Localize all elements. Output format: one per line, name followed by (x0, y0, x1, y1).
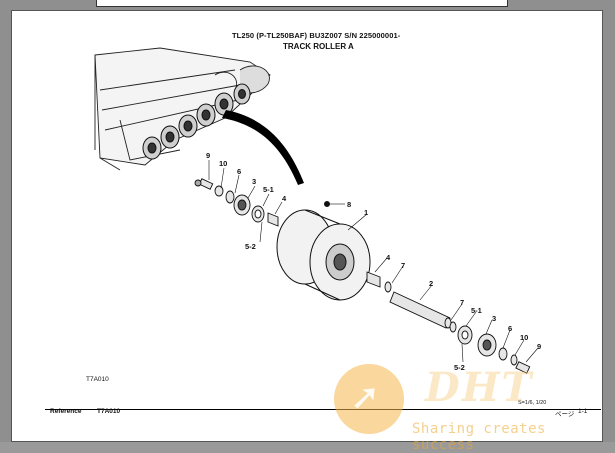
page-label: ページ (555, 411, 575, 418)
figure-code: T7A010 (86, 376, 109, 383)
machine-undercarriage (94, 47, 271, 171)
left-hardware (194, 178, 279, 227)
callout-5-1-left: 5-1 (263, 185, 274, 194)
callout-7-right: 7 (401, 261, 406, 270)
scale-note: S=1/6, 1/20 (518, 400, 547, 406)
reference-code: T7A010 (97, 408, 121, 415)
callout-8: 8 (347, 200, 352, 209)
callout-10-left: 10 (219, 159, 228, 168)
callout-3-right: 3 (492, 314, 497, 323)
leader-lines (208, 160, 539, 363)
footer-rule (45, 409, 601, 410)
callout-4-right: 4 (386, 253, 391, 262)
right-hardware (366, 271, 531, 374)
watermark-logo: DHT (425, 364, 534, 411)
callout-3-left: 3 (252, 177, 257, 186)
callout-6-right: 6 (508, 324, 513, 333)
callout-6-left: 6 (237, 167, 242, 176)
watermark-circle (334, 364, 404, 434)
exploded-view-drawing (94, 47, 539, 374)
callout-7-far: 7 (460, 298, 465, 307)
callout-10-right: 10 (520, 333, 529, 342)
callout-9-left: 9 (206, 151, 211, 160)
main-roller (276, 201, 371, 301)
part-title: TRACK ROLLER A (283, 42, 354, 51)
watermark-arrow-icon: ➚ (350, 376, 381, 417)
roller-row (142, 83, 251, 160)
callout-5-2-right: 5-2 (454, 363, 465, 372)
watermark-slogan: Sharing creates success (412, 421, 546, 453)
previous-page-edge (96, 0, 508, 7)
callout-5-1-right: 5-1 (471, 306, 482, 315)
callout-9-right: 9 (537, 342, 542, 351)
callout-5-2-left: 5-2 (245, 242, 256, 251)
page-number: 1-1 (578, 408, 588, 415)
callout-4-left: 4 (282, 194, 287, 203)
callout-2: 2 (429, 279, 434, 288)
reference-label: Reference (50, 408, 82, 415)
model-title: TL250 (P-TL250BAF) BU3Z007 S/N 225000001… (232, 31, 401, 40)
location-arrow (222, 110, 304, 185)
callout-1: 1 (364, 208, 369, 217)
